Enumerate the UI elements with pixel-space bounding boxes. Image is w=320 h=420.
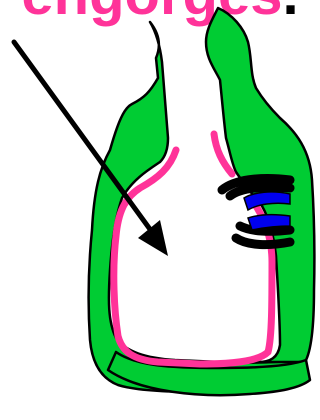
arrow-head: [138, 220, 168, 256]
